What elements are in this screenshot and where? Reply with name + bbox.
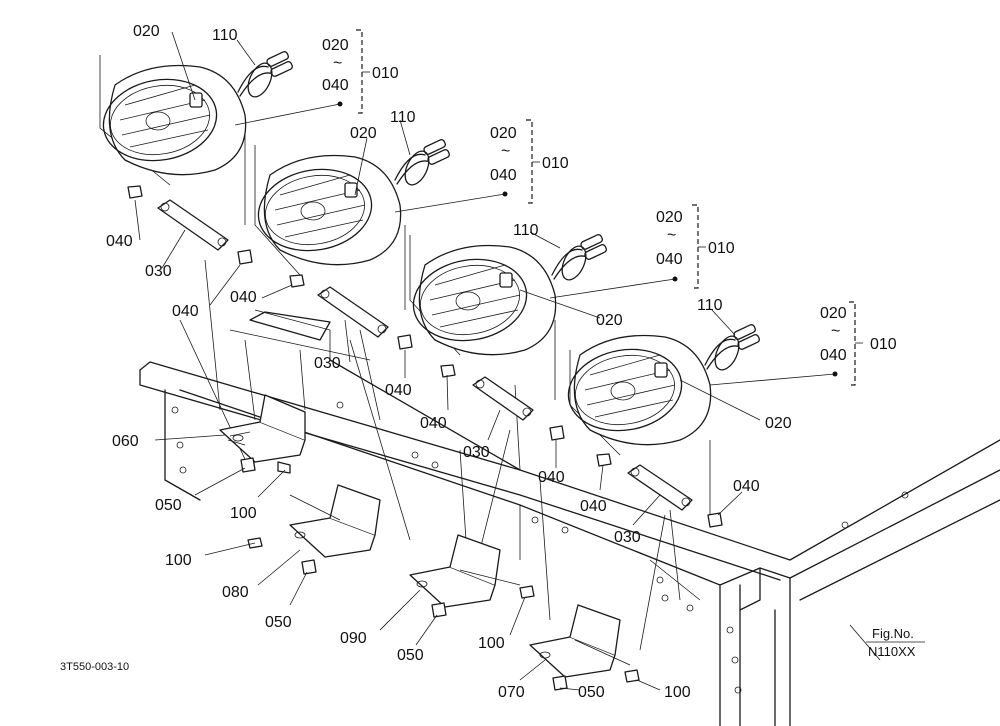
callout-030: 030 — [145, 263, 172, 280]
callout-040: 040 — [230, 289, 257, 306]
callout-100: 100 — [165, 552, 192, 569]
callout-030: 030 — [314, 355, 341, 372]
callout-010: 010 — [542, 155, 569, 172]
callout-tilde: ~ — [667, 227, 676, 244]
callout-040: 040 — [538, 469, 565, 486]
fasteners — [240, 457, 640, 691]
callout-110: 110 — [212, 27, 238, 44]
callout-010: 010 — [372, 65, 399, 82]
callout-060: 060 — [112, 433, 139, 450]
callout-100: 100 — [230, 505, 257, 522]
lamp-stay-4 — [596, 453, 723, 528]
callout-040: 040 — [820, 347, 847, 364]
callout-tilde: ~ — [831, 323, 840, 340]
group-bracket-4 — [849, 301, 863, 386]
callout-110: 110 — [513, 222, 539, 239]
callout-040: 040 — [106, 233, 133, 250]
headlamp-2 — [257, 154, 402, 266]
group-bracket-1 — [356, 29, 370, 114]
group-bracket-2 — [526, 119, 540, 204]
callout-050: 050 — [578, 684, 605, 701]
wire-connector-3 — [551, 234, 607, 281]
callout-020: 020 — [133, 23, 160, 40]
callout-070: 070 — [498, 684, 525, 701]
headlamp-1 — [102, 64, 247, 176]
bracket-080 — [289, 484, 381, 558]
wire-connector-2 — [394, 139, 450, 186]
callout-020: 020 — [656, 209, 683, 226]
callout-020: 020 — [322, 37, 349, 54]
lamp-stay-2 — [289, 274, 413, 350]
callout-030: 030 — [463, 444, 490, 461]
group-bracket-3 — [692, 204, 706, 289]
callout-050: 050 — [397, 647, 424, 664]
drawing-number: 3T550-003-10 — [60, 661, 129, 673]
assembly-lines — [99, 55, 711, 651]
bracket-090 — [409, 534, 521, 608]
callout-050: 050 — [155, 497, 182, 514]
callout-tilde: ~ — [333, 55, 342, 72]
bracket-060 — [219, 394, 306, 463]
callout-100: 100 — [478, 635, 505, 652]
headlamp-4 — [567, 334, 712, 446]
callout-040: 040 — [656, 251, 683, 268]
callout-020: 020 — [596, 312, 623, 329]
headlamp-3 — [412, 244, 557, 356]
fig-number: N110XX — [868, 644, 916, 659]
callout-040: 040 — [580, 498, 607, 515]
callout-090: 090 — [340, 630, 367, 647]
lamp-stay-3 — [440, 364, 565, 441]
callout-010: 010 — [870, 336, 897, 353]
callout-020: 020 — [350, 125, 377, 142]
callout-040: 040 — [420, 415, 447, 432]
callout-040: 040 — [172, 303, 199, 320]
callout-050: 050 — [265, 614, 292, 631]
callout-labels: 020 110 020 ~ 040 010 020 110 020 ~ 040 … — [106, 23, 897, 701]
callout-030: 030 — [614, 529, 641, 546]
callout-010: 010 — [708, 240, 735, 257]
leader-lines — [134, 31, 881, 691]
callout-040: 040 — [490, 167, 517, 184]
callout-020: 020 — [490, 125, 517, 142]
wire-connector-1 — [237, 51, 293, 98]
fig-label: Fig.No. — [872, 626, 914, 641]
callout-020: 020 — [820, 305, 847, 322]
lamp-stay-1 — [127, 185, 253, 265]
callout-040: 040 — [733, 478, 760, 495]
callout-100: 100 — [664, 684, 691, 701]
callout-tilde: ~ — [501, 143, 510, 160]
wire-connector-4 — [704, 324, 760, 371]
callout-020: 020 — [765, 415, 792, 432]
callout-040: 040 — [385, 382, 412, 399]
callout-080: 080 — [222, 584, 249, 601]
callout-110: 110 — [390, 109, 416, 126]
callout-040: 040 — [322, 77, 349, 94]
bracket-070 — [529, 604, 631, 678]
callout-110: 110 — [697, 297, 723, 314]
